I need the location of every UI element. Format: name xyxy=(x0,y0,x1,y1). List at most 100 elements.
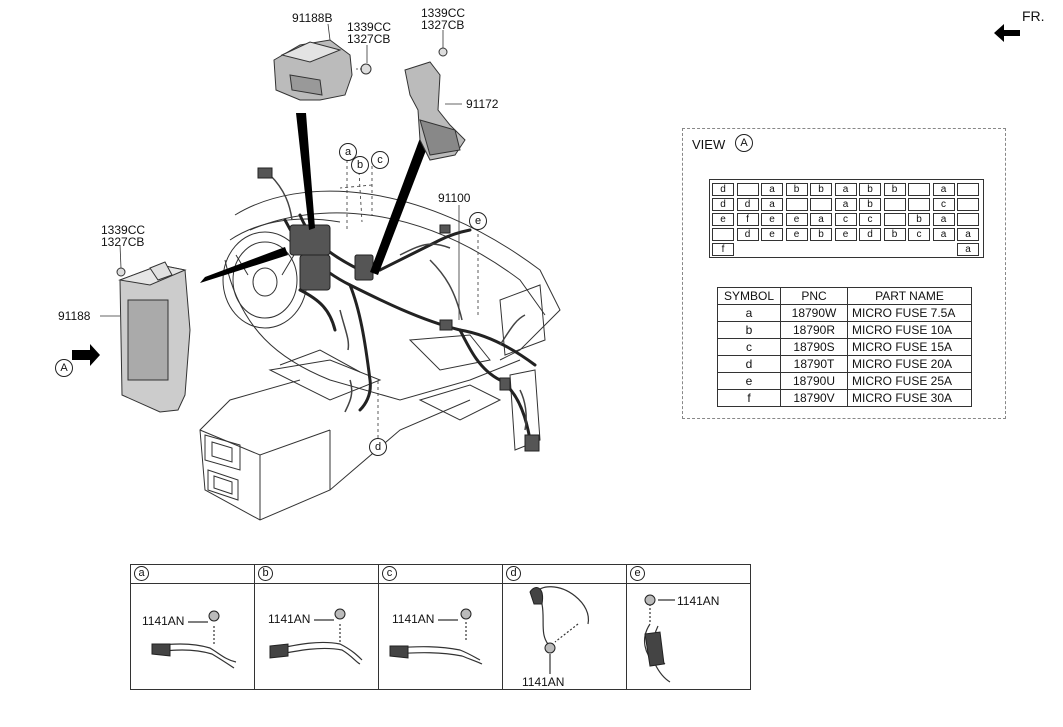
fuse-slot: b xyxy=(859,198,881,211)
part-name-cell: MICRO FUSE 25A xyxy=(847,372,972,390)
fuse-slot: a xyxy=(834,183,857,196)
fuse-slot xyxy=(957,183,979,196)
symbol-cell: e xyxy=(717,372,781,390)
detail-b-marker: b xyxy=(351,156,369,174)
fuse-slot: e xyxy=(761,213,783,226)
part-name-cell: MICRO FUSE 7.5A xyxy=(847,304,972,322)
detail-a-part-label: 1141AN xyxy=(142,614,185,628)
part-number-91188: 91188 xyxy=(58,309,91,323)
symbol-cell: a xyxy=(717,304,781,322)
pnc-cell: 18790W xyxy=(780,304,848,322)
detail-header-rule xyxy=(131,565,750,584)
fuse-slot: b xyxy=(810,228,832,241)
detail-c-marker: c xyxy=(371,151,389,169)
detail-cell-b xyxy=(255,565,379,689)
part-number-91188B: 91188B xyxy=(292,11,333,25)
fuse-slot: e xyxy=(712,213,734,226)
detail-a-header-marker: a xyxy=(134,566,149,581)
fuse-slot: c xyxy=(932,198,955,211)
detail-strip xyxy=(130,564,751,690)
part-number-91172: 91172 xyxy=(466,97,499,111)
detail-b-part-label: 1141AN xyxy=(268,612,311,626)
fuse-slot: e xyxy=(761,228,783,241)
fuse-slot: a xyxy=(957,243,979,256)
bolt-part-number-1339CC: 1339CC xyxy=(101,223,146,237)
pnc-cell: 18790U xyxy=(780,372,848,390)
fuse-slot: d xyxy=(736,228,759,241)
view-a-panel xyxy=(682,128,1006,419)
fuse-slot: a xyxy=(932,213,955,226)
fuse-slot: e xyxy=(785,228,808,241)
fuse-slot: d xyxy=(712,198,734,211)
detail-b-header-marker: b xyxy=(258,566,273,581)
detail-d-header-marker: d xyxy=(506,566,521,581)
fuse-slot: c xyxy=(859,213,881,226)
fuse-slot xyxy=(883,198,906,211)
fuse-slot xyxy=(810,198,832,211)
detail-e-part-label: 1141AN xyxy=(677,594,720,608)
detail-c-header-marker: c xyxy=(382,566,397,581)
pnc-cell: 18790S xyxy=(780,338,848,356)
nut-part-number-1327CB: 1327CB xyxy=(101,235,145,249)
nut-part-number-1327CB: 1327CB xyxy=(421,18,465,32)
fuse-slot: a xyxy=(810,213,832,226)
fuse-slot: c xyxy=(834,213,857,226)
symbol-cell: f xyxy=(717,389,781,407)
fuse-slot: a xyxy=(957,228,979,241)
detail-cell-c xyxy=(379,565,503,689)
fuse-slot: d xyxy=(712,183,734,196)
fuse-slot xyxy=(883,213,906,226)
fuse-slot: a xyxy=(834,198,857,211)
detail-cell-a xyxy=(131,565,255,689)
part-name-cell: MICRO FUSE 20A xyxy=(847,355,972,373)
fuse-slot: a xyxy=(761,183,783,196)
fuse-slot: e xyxy=(834,228,857,241)
symbol-cell: c xyxy=(717,338,781,356)
pnc-cell: 18790T xyxy=(780,355,848,373)
pnc-cell: 18790V xyxy=(780,389,848,407)
fuse-slot xyxy=(957,198,979,211)
header-part-name: PART NAME xyxy=(847,287,972,305)
fuse-slot xyxy=(908,183,930,196)
fuse-slot: b xyxy=(810,183,832,196)
fuse-slot xyxy=(712,228,734,241)
detail-d-marker: d xyxy=(369,438,387,456)
fuse-slot xyxy=(957,213,979,226)
detail-cell-d xyxy=(503,565,627,689)
part-number-91100: 91100 xyxy=(438,191,471,205)
fuse-slot: b xyxy=(883,183,906,196)
part-name-cell: MICRO FUSE 15A xyxy=(847,338,972,356)
front-direction-label: FR. xyxy=(1022,8,1045,24)
view-title-marker: A xyxy=(735,134,753,152)
bolt-part-number-1339CC: 1339CC xyxy=(347,20,392,34)
detail-c-part-label: 1141AN xyxy=(392,612,435,626)
detail-e-marker: e xyxy=(469,212,487,230)
table-header-row: SYMBOL PNC PART NAME xyxy=(717,287,972,305)
header-pnc: PNC xyxy=(780,287,848,305)
view-a-marker: A xyxy=(55,359,73,377)
detail-d-part-label: 1141AN xyxy=(522,675,565,689)
view-title: VIEW xyxy=(692,137,726,152)
detail-e-header-marker: e xyxy=(630,566,645,581)
fuse-slot: b xyxy=(859,183,881,196)
fuse-slot: f xyxy=(736,213,759,226)
fuse-slot: a xyxy=(932,183,955,196)
fuse-slot: a xyxy=(932,228,955,241)
fuse-slot: f xyxy=(712,243,734,256)
detail-a-marker: a xyxy=(339,143,357,161)
pnc-cell: 18790R xyxy=(780,321,848,339)
fuse-slot: b xyxy=(883,228,906,241)
part-name-cell: MICRO FUSE 10A xyxy=(847,321,972,339)
fuse-slot xyxy=(736,183,759,196)
